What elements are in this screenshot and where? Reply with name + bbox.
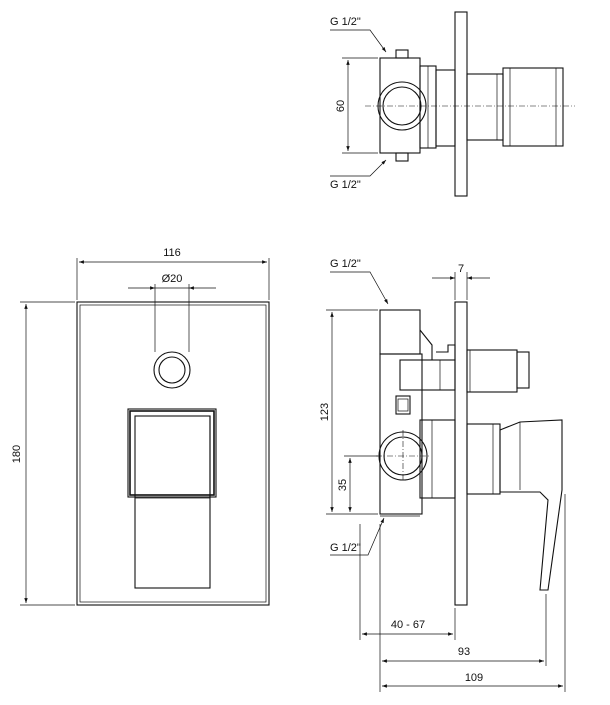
top-thread-lower-label: G 1/2" (330, 179, 361, 191)
side-height-35-label: 35 (337, 479, 349, 491)
side-depth-93-label: 93 (458, 646, 470, 658)
front-view (20, 258, 270, 606)
front-bore-label: Ø20 (162, 273, 183, 285)
front-width-label: 116 (163, 247, 181, 259)
top-thread-upper-label: G 1/2" (330, 16, 361, 28)
top-view (330, 11, 575, 197)
side-thread-upper-label: G 1/2" (330, 258, 361, 270)
side-height-123-label: 123 (319, 403, 331, 421)
side-thread-lower-label: G 1/2" (330, 542, 361, 554)
side-view (326, 271, 566, 692)
side-depth-109-label: 109 (465, 672, 483, 684)
side-depth-range-label: 40 - 67 (391, 619, 425, 631)
front-height-label: 180 (11, 445, 23, 463)
top-height-label: 60 (335, 100, 347, 112)
side-plate-thickness-label: 7 (458, 263, 464, 275)
